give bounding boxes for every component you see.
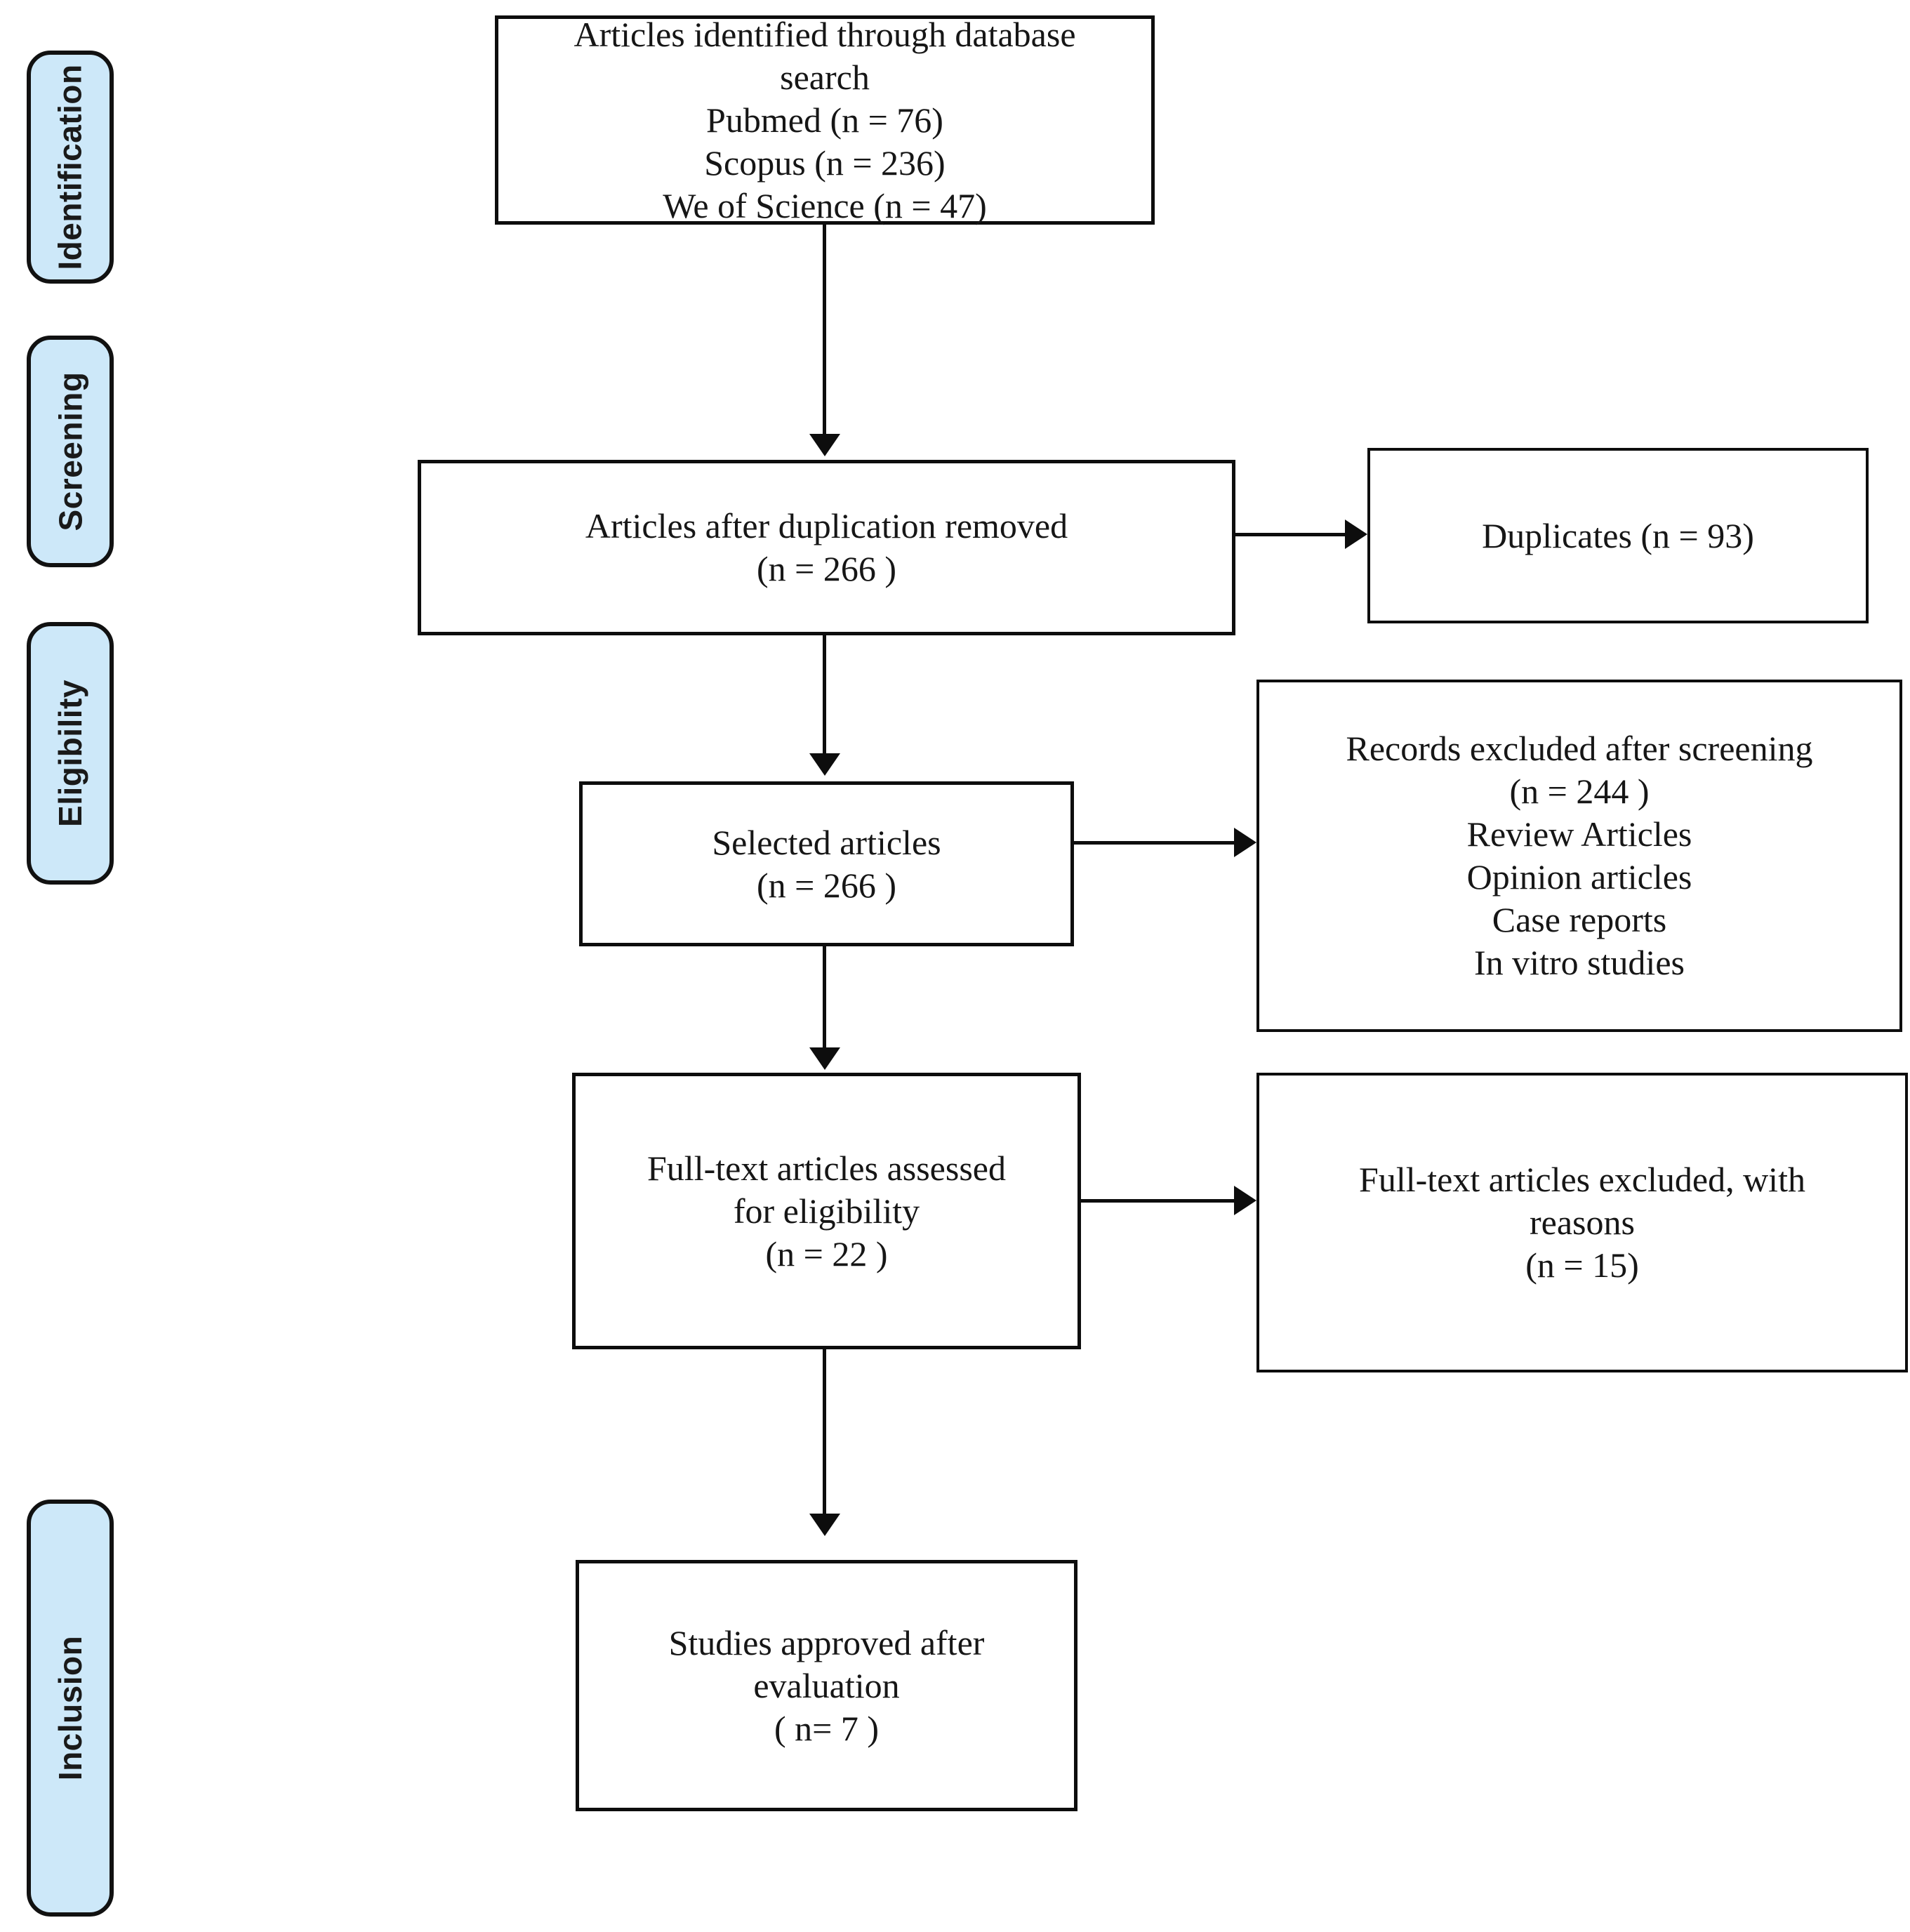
- box-selected-articles-text: Selected articles (n = 266 ): [712, 822, 941, 905]
- box-fulltext-excluded: Full-text articles excluded, with reason…: [1256, 1073, 1908, 1372]
- connector-selected-to-records-excluded: [1074, 841, 1238, 845]
- box-studies-approved: Studies approved after evaluation ( n= 7…: [576, 1560, 1077, 1811]
- stage-pill-eligibility: Eligibility: [27, 622, 114, 885]
- arrowhead-duplication-to-duplicates: [1345, 520, 1367, 549]
- box-studies-approved-text: Studies approved after evaluation ( n= 7…: [668, 1622, 985, 1748]
- arrowhead-identified-to-duplication: [809, 434, 840, 456]
- connector-duplication-to-duplicates: [1235, 533, 1349, 536]
- box-duplicates-text: Duplicates (n = 93): [1482, 515, 1754, 555]
- stage-label-screening: Screening: [52, 371, 89, 531]
- stage-pill-screening: Screening: [27, 336, 114, 567]
- connector-duplication-to-selected: [823, 635, 826, 756]
- stage-pill-inclusion: Inclusion: [27, 1500, 114, 1917]
- connector-selected-to-fulltext: [823, 946, 826, 1050]
- stage-label-eligibility: Eligibility: [52, 680, 88, 827]
- arrowhead-selected-to-records-excluded: [1234, 828, 1256, 857]
- box-duplicates: Duplicates (n = 93): [1367, 448, 1869, 623]
- connector-fulltext-to-excluded: [1081, 1199, 1238, 1203]
- box-fulltext-excluded-text: Full-text articles excluded, with reason…: [1359, 1160, 1805, 1285]
- arrowhead-fulltext-to-excluded: [1234, 1186, 1256, 1215]
- box-articles-identified-text: Articles identified through database sea…: [573, 14, 1076, 225]
- box-selected-articles: Selected articles (n = 266 ): [579, 781, 1074, 946]
- stage-label-inclusion: Inclusion: [52, 1635, 88, 1781]
- connector-identified-to-duplication: [823, 225, 826, 437]
- arrowhead-selected-to-fulltext: [809, 1047, 840, 1070]
- stage-pill-identification: Identification: [27, 51, 114, 284]
- connector-fulltext-to-studies: [823, 1349, 826, 1516]
- box-records-excluded-text: Records excluded after screening (n = 24…: [1346, 729, 1813, 982]
- box-articles-identified: Articles identified through database sea…: [495, 15, 1155, 225]
- box-articles-after-duplication: Articles after duplication removed (n = …: [418, 460, 1235, 635]
- box-fulltext-assessed-text: Full-text articles assessed for eligibil…: [647, 1148, 1006, 1273]
- box-articles-after-duplication-text: Articles after duplication removed (n = …: [585, 506, 1068, 588]
- arrowhead-duplication-to-selected: [809, 753, 840, 776]
- stage-label-identification: Identification: [52, 64, 89, 270]
- box-records-excluded: Records excluded after screening (n = 24…: [1256, 680, 1902, 1032]
- box-fulltext-assessed: Full-text articles assessed for eligibil…: [572, 1073, 1081, 1349]
- arrowhead-fulltext-to-studies: [809, 1514, 840, 1536]
